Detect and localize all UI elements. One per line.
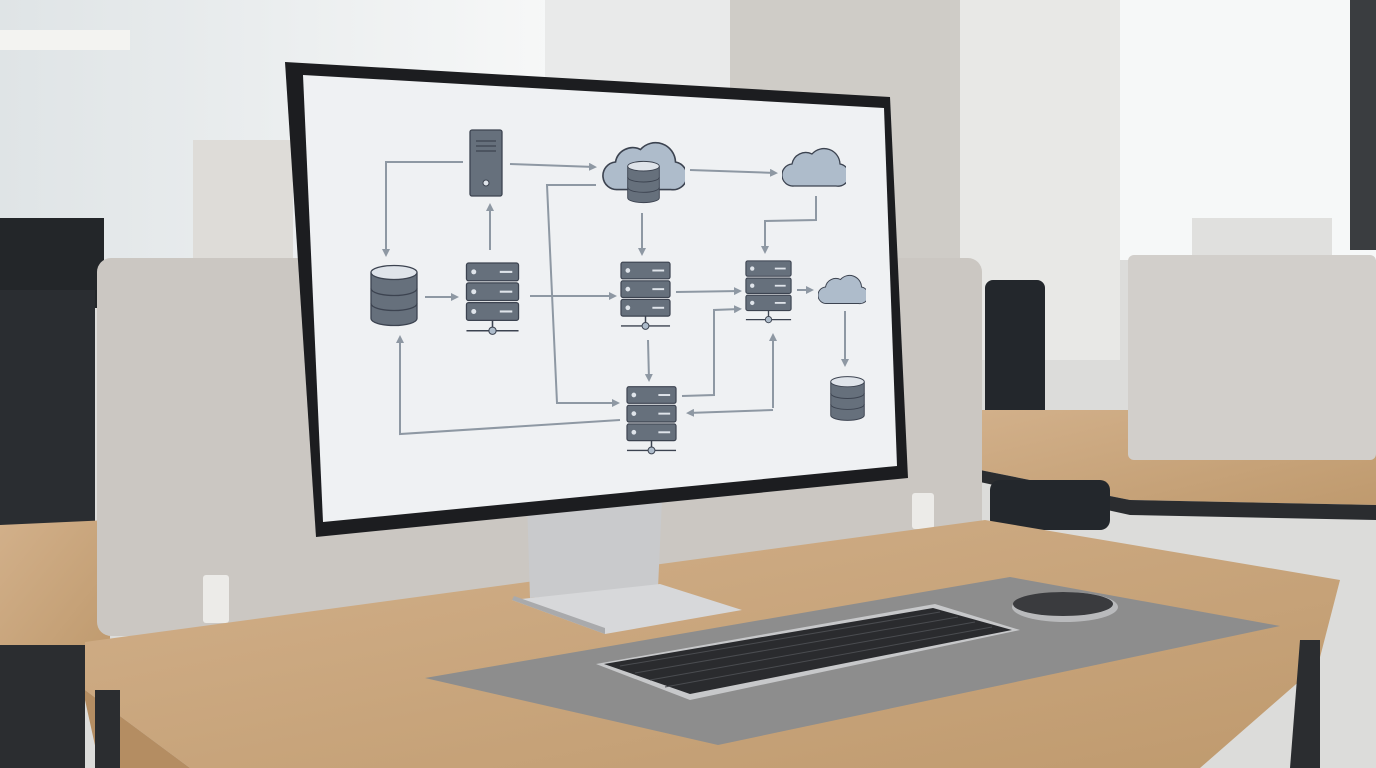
database-icon <box>830 376 865 421</box>
connector <box>644 339 653 382</box>
mouse[interactable] <box>1012 592 1118 622</box>
connector <box>681 305 742 397</box>
tower-server-icon <box>469 129 503 197</box>
connector <box>545 184 620 407</box>
database-icon <box>370 264 418 327</box>
left-desk <box>0 520 110 768</box>
partition-clip <box>912 493 934 529</box>
diagram-nodes <box>370 129 866 455</box>
partition-right <box>1128 255 1376 460</box>
office-chair-left <box>0 290 95 530</box>
connector <box>686 408 774 417</box>
office-chair <box>985 280 1045 420</box>
network-diagram <box>382 161 849 436</box>
connector <box>396 335 621 436</box>
connector <box>509 162 597 171</box>
keyboard[interactable] <box>596 604 1020 700</box>
connector <box>761 196 817 254</box>
connector <box>382 161 463 257</box>
right-desk-area <box>980 255 1376 530</box>
connector <box>689 168 778 177</box>
background-monitor-back <box>193 140 293 265</box>
connector <box>675 287 742 296</box>
right-window <box>1120 0 1376 260</box>
monitor-stand <box>512 500 742 634</box>
partition-clip <box>203 575 229 623</box>
